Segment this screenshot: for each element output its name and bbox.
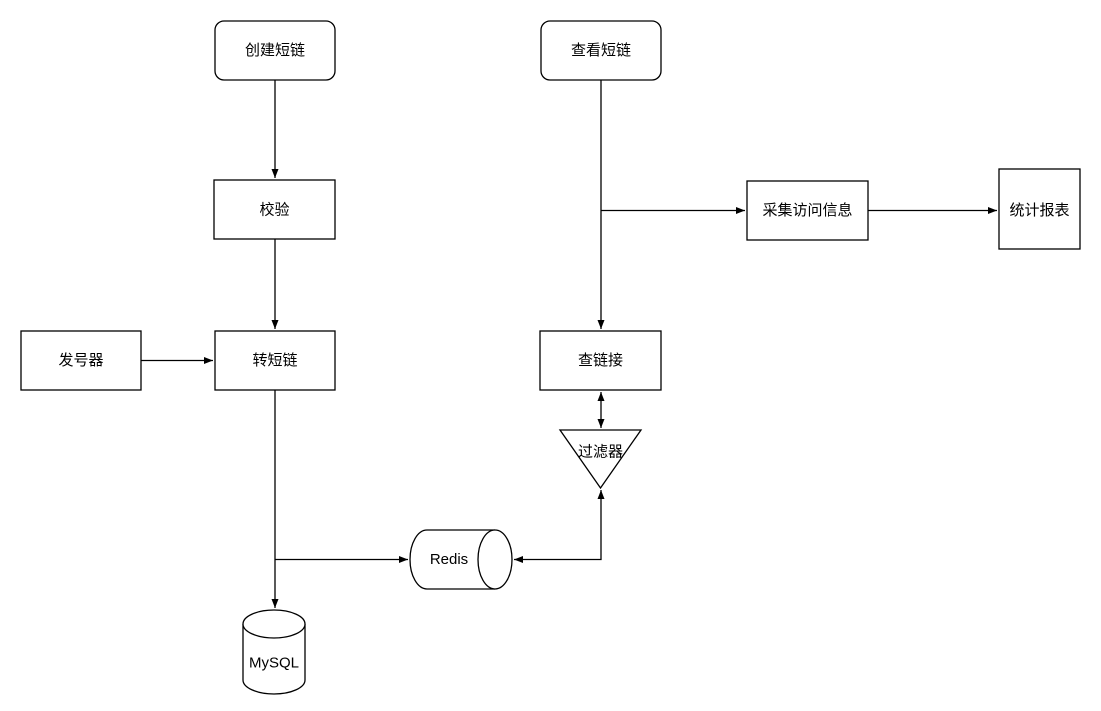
node-view-short-link: 查看短链 bbox=[540, 20, 662, 81]
collect-access-info-label: 采集访问信息 bbox=[762, 202, 852, 219]
node-mysql: MySQL bbox=[242, 609, 306, 695]
node-create-short-link: 创建短链 bbox=[214, 20, 336, 81]
mysql-cylinder-body bbox=[242, 624, 306, 695]
create-short-link-label: 创建短链 bbox=[245, 42, 305, 59]
number-generator-label: 发号器 bbox=[58, 352, 103, 369]
node-collect-access-info: 采集访问信息 bbox=[746, 180, 869, 241]
stats-report-label: 统计报表 bbox=[1009, 202, 1069, 219]
node-number-generator: 发号器 bbox=[20, 330, 142, 391]
redis-label: Redis bbox=[430, 551, 468, 568]
query-link-shape bbox=[539, 330, 662, 391]
filter-triangle-shape bbox=[558, 429, 643, 490]
node-to-short-link: 转短链 bbox=[214, 330, 336, 391]
validate-shape bbox=[213, 179, 336, 240]
node-stats-report: 统计报表 bbox=[998, 168, 1081, 250]
edges bbox=[141, 80, 997, 608]
to-short-link-label: 转短链 bbox=[252, 352, 297, 369]
filter-label: 过滤器 bbox=[578, 444, 623, 461]
node-redis: Redis bbox=[409, 529, 513, 590]
to-short-link-shape bbox=[214, 330, 336, 391]
stats-report-shape bbox=[998, 168, 1081, 250]
number-generator-shape bbox=[20, 330, 142, 391]
create-short-link-shape bbox=[214, 20, 336, 81]
query-link-label: 查链接 bbox=[578, 352, 623, 369]
node-validate: 校验 bbox=[213, 179, 336, 240]
node-query-link: 查链接 bbox=[539, 330, 662, 391]
node-filter: 过滤器 bbox=[558, 429, 643, 490]
mysql-label: MySQL bbox=[249, 655, 299, 672]
view-short-link-shape bbox=[540, 20, 662, 81]
redis-cylinder-cap bbox=[477, 529, 513, 590]
mysql-cylinder-top bbox=[242, 609, 306, 639]
collect-access-info-shape bbox=[746, 180, 869, 241]
redis-cylinder-body bbox=[409, 529, 495, 590]
edge-redis-filter-bidirectional bbox=[514, 490, 605, 563]
view-short-link-label: 查看短链 bbox=[571, 42, 631, 59]
validate-label: 校验 bbox=[259, 202, 289, 219]
